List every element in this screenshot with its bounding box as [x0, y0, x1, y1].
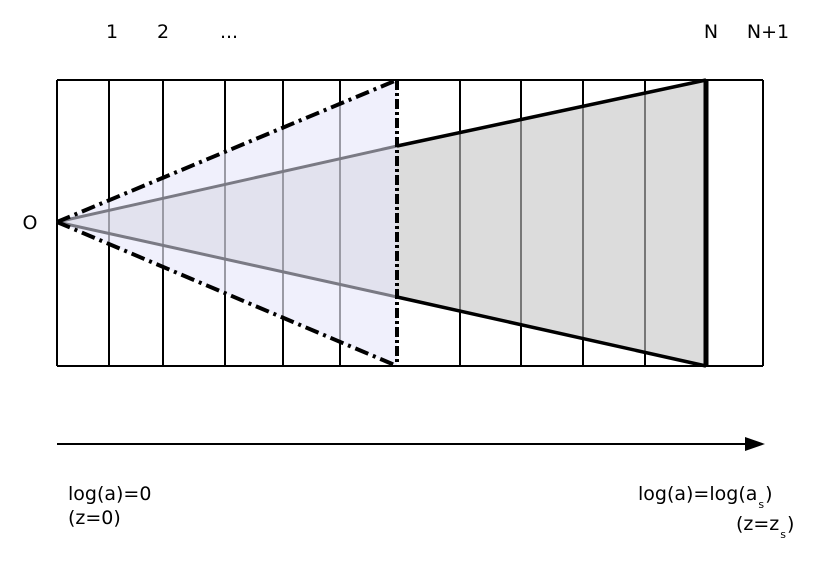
column-label-2: 2 — [157, 21, 169, 43]
trapezoid-top-edge — [396, 78, 707, 148]
column-label-ellipsis: ... — [220, 21, 238, 43]
axis-end-sublabel: (z=zs) — [736, 513, 794, 541]
inner-cone-fill — [57, 146, 397, 297]
trapezoid-fill — [397, 80, 706, 366]
origin-label: O — [23, 212, 38, 234]
inner-cone-bottom-edge — [56, 220, 398, 299]
column-label-1: 1 — [106, 21, 118, 43]
outer-cone-bottom-edge — [56, 220, 398, 368]
axis-arrowhead-icon — [745, 437, 765, 451]
axis-start-sublabel: (z=0) — [68, 507, 121, 529]
outer-cone-top-edge — [56, 78, 398, 224]
trapezoid-bottom-edge — [396, 295, 707, 368]
inner-cone-top-edge — [56, 144, 398, 224]
column-label-n-plus-1: N+1 — [747, 21, 789, 43]
axis-start-label: log(a)=0 — [68, 483, 151, 505]
axis-end-label: log(a)=log(as) — [638, 483, 773, 511]
column-label-n: N — [704, 21, 718, 43]
